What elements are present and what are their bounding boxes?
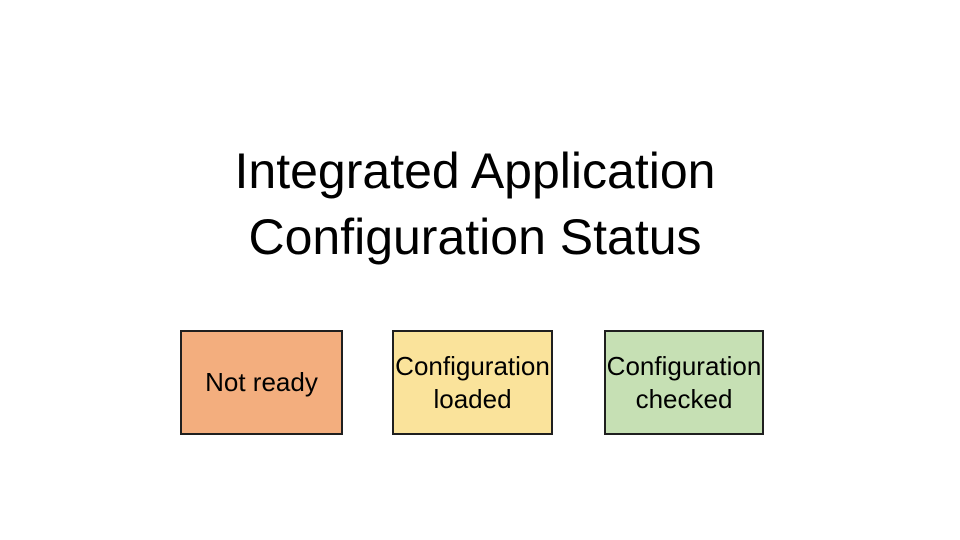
- status-box-not-ready: Not ready: [180, 330, 343, 435]
- slide-title-line-2: Configuration Status: [248, 209, 702, 265]
- status-box-label: Not ready: [205, 367, 318, 397]
- status-box-configuration-checked: Configuration checked: [604, 330, 764, 435]
- slide-title-line-1: Integrated Application: [234, 143, 716, 199]
- slide-title: Integrated Application Configuration Sta…: [55, 138, 895, 270]
- status-box-label: Configuration checked: [606, 350, 762, 414]
- status-box-configuration-loaded: Configuration loaded: [392, 330, 553, 435]
- status-box-label: Configuration loaded: [395, 350, 550, 414]
